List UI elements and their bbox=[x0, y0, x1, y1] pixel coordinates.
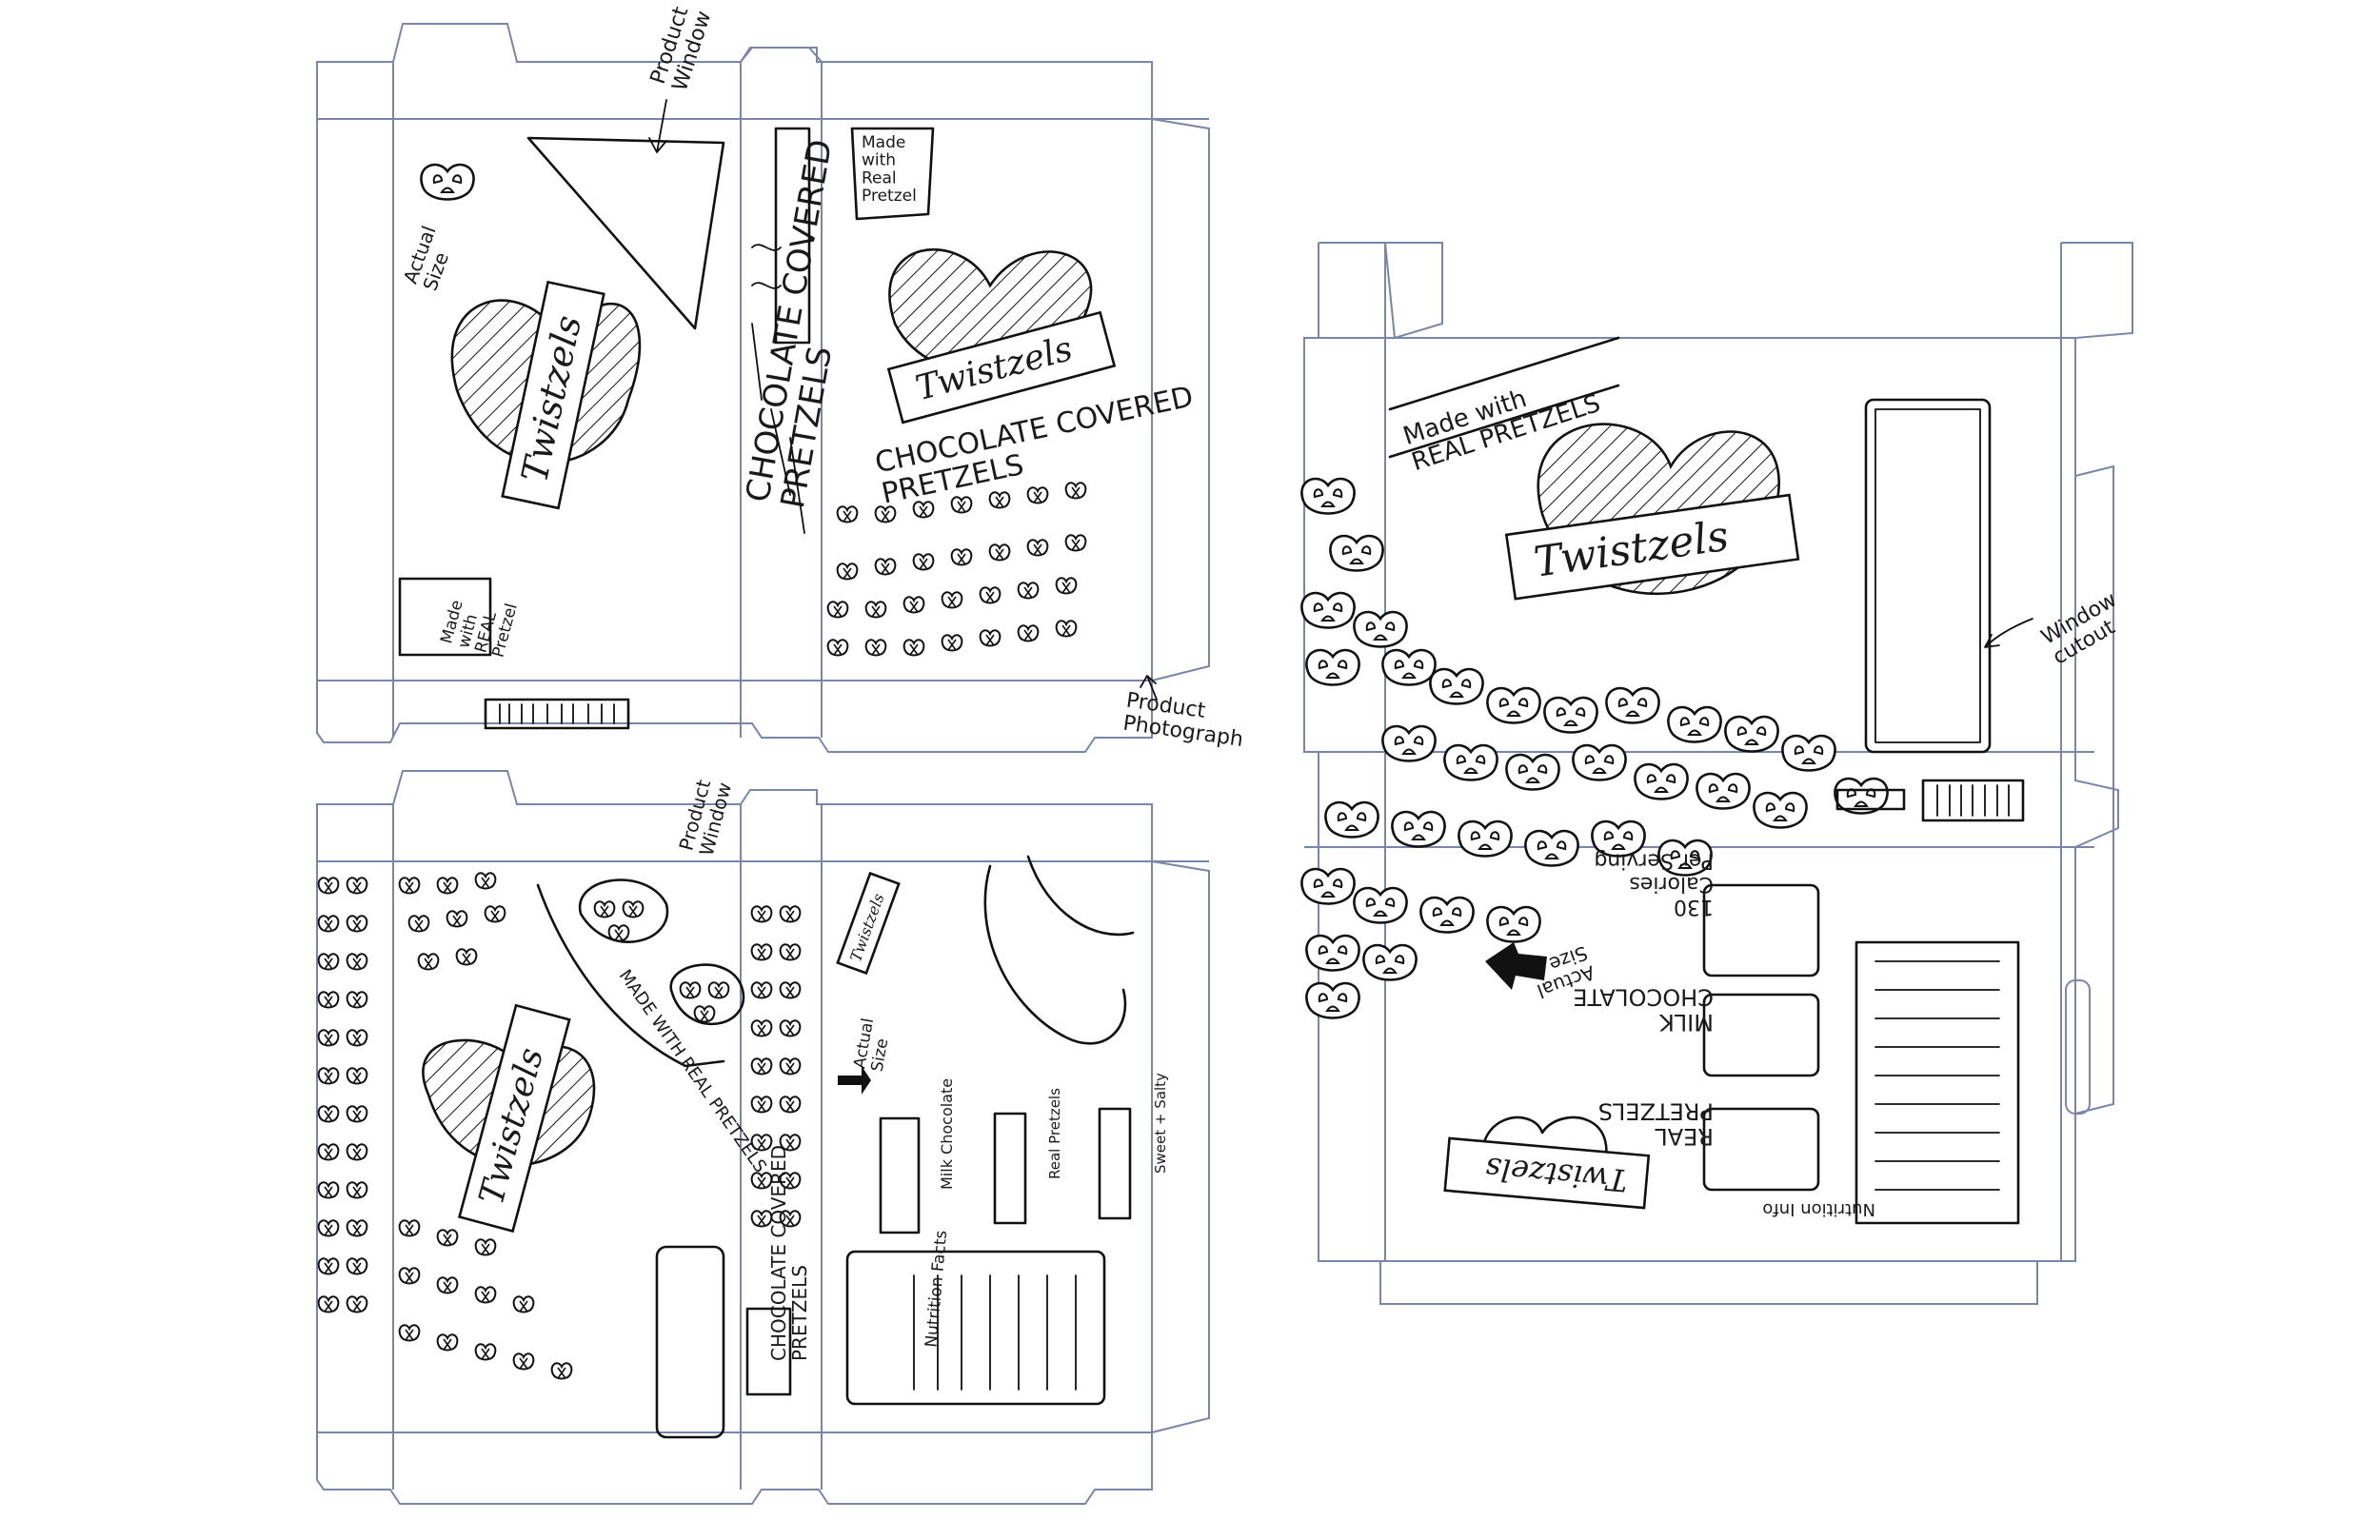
window-bubble-2a bbox=[578, 879, 669, 943]
small-logo-2: Twistzels bbox=[836, 871, 901, 976]
small-pretzel-flap-3 bbox=[1834, 777, 1906, 815]
barcode-1 bbox=[484, 698, 630, 730]
barcode-bars-3 bbox=[1936, 784, 2010, 817]
real-3: REALPRETZELS bbox=[1598, 1098, 1714, 1150]
logo-pretzel-2: Twistzels bbox=[422, 1003, 596, 1234]
annotation-window-2: ProductWindow bbox=[674, 775, 736, 859]
annotation-photo-1: ProductPhotograph bbox=[1121, 689, 1248, 752]
side-squiggle-1 bbox=[751, 244, 805, 534]
window-bubble-2b bbox=[669, 963, 745, 1025]
annotation-arrow-3 bbox=[1984, 618, 2033, 648]
logo-pretzel-3: Twistzels bbox=[1504, 423, 1800, 601]
calories-badge-3: 130CaloriesPer Serving bbox=[1594, 849, 1820, 977]
flavor-sweet-label: Sweet + Salty bbox=[1152, 1073, 1169, 1174]
big-pretzel-outline-2 bbox=[983, 855, 1135, 1045]
logo-pretzel-1: Twistzels bbox=[450, 280, 642, 510]
barcode-3 bbox=[1921, 779, 2025, 822]
calories-3: 130CaloriesPer Serving bbox=[1594, 849, 1714, 918]
logo-pretzel-1b: Twistzels bbox=[886, 247, 1117, 424]
product-window-triangle bbox=[526, 136, 725, 330]
sketch-2-bottom-left-box: ProductWindow MADE WITH REAL PRETZELS Tw… bbox=[316, 770, 1210, 1505]
nutrition-label-2: Nutrition Facts bbox=[922, 1230, 951, 1349]
dieline-1 bbox=[316, 23, 1210, 753]
logo-pretzel-3b: Twistzels bbox=[1443, 1116, 1651, 1210]
pretzel-grid-1 bbox=[826, 482, 1087, 657]
window-cutout-inner-3 bbox=[1874, 408, 1981, 743]
window-cutout-3 bbox=[1864, 398, 1992, 754]
nutrition-panel-2: Nutrition Facts bbox=[845, 1230, 1106, 1406]
dieline-2 bbox=[316, 770, 1210, 1505]
nutrition-panel-3: Nutrition Info bbox=[1762, 940, 2020, 1225]
sketch-3-right-box: Made withREAL PRETZELS Twistzels Windowc… bbox=[1300, 242, 2133, 1305]
side-window-1 bbox=[774, 127, 811, 345]
barcode-2 bbox=[745, 1307, 792, 1396]
made-with-left-1: MadewithREALPretzel bbox=[437, 587, 521, 660]
actual-size-label-1: ActualSize bbox=[399, 223, 461, 294]
made-with-tag-1: MadewithREALPretzel bbox=[398, 577, 522, 660]
flavor-sweet-2: Sweet + Salty bbox=[1098, 1073, 1169, 1220]
annotation-photo-arrow bbox=[1140, 675, 1158, 701]
real-badge-3: REALPRETZELS bbox=[1598, 1098, 1820, 1192]
flavor-real-label: Real Pretzels bbox=[1046, 1088, 1063, 1179]
flavor-real-2: Real Pretzels bbox=[993, 1088, 1063, 1225]
arc-swoosh-2 bbox=[536, 883, 725, 1068]
annotation-window-1: ProductWindow bbox=[646, 1, 717, 94]
dieline-3 bbox=[1303, 242, 2133, 1305]
milk-badge-3: MILKCHOCOLATE bbox=[1573, 984, 1820, 1077]
barcode-bars-1 bbox=[499, 703, 615, 724]
actual-size-arrow-2 bbox=[838, 1066, 871, 1095]
milk-3: MILKCHOCOLATE bbox=[1573, 984, 1714, 1036]
actual-size-pretzel-1 bbox=[420, 163, 475, 201]
annotation-window-3: Windowcutout bbox=[2037, 588, 2132, 670]
flavor-milk-label: Milk Chocolate bbox=[938, 1078, 956, 1190]
annotation-arrow-1 bbox=[648, 99, 667, 153]
flavor-milk-2: Milk Chocolate bbox=[879, 1078, 956, 1234]
sketch-1-top-left-box: ProductWindow ActualSize Twistzels CHOCO… bbox=[316, 1, 1248, 753]
nutrition-label-3: Nutrition Info bbox=[1762, 1199, 1875, 1219]
actual-size-arrow-3 bbox=[1485, 942, 1547, 990]
actual-size-label-2: ActualSize bbox=[850, 1017, 895, 1073]
